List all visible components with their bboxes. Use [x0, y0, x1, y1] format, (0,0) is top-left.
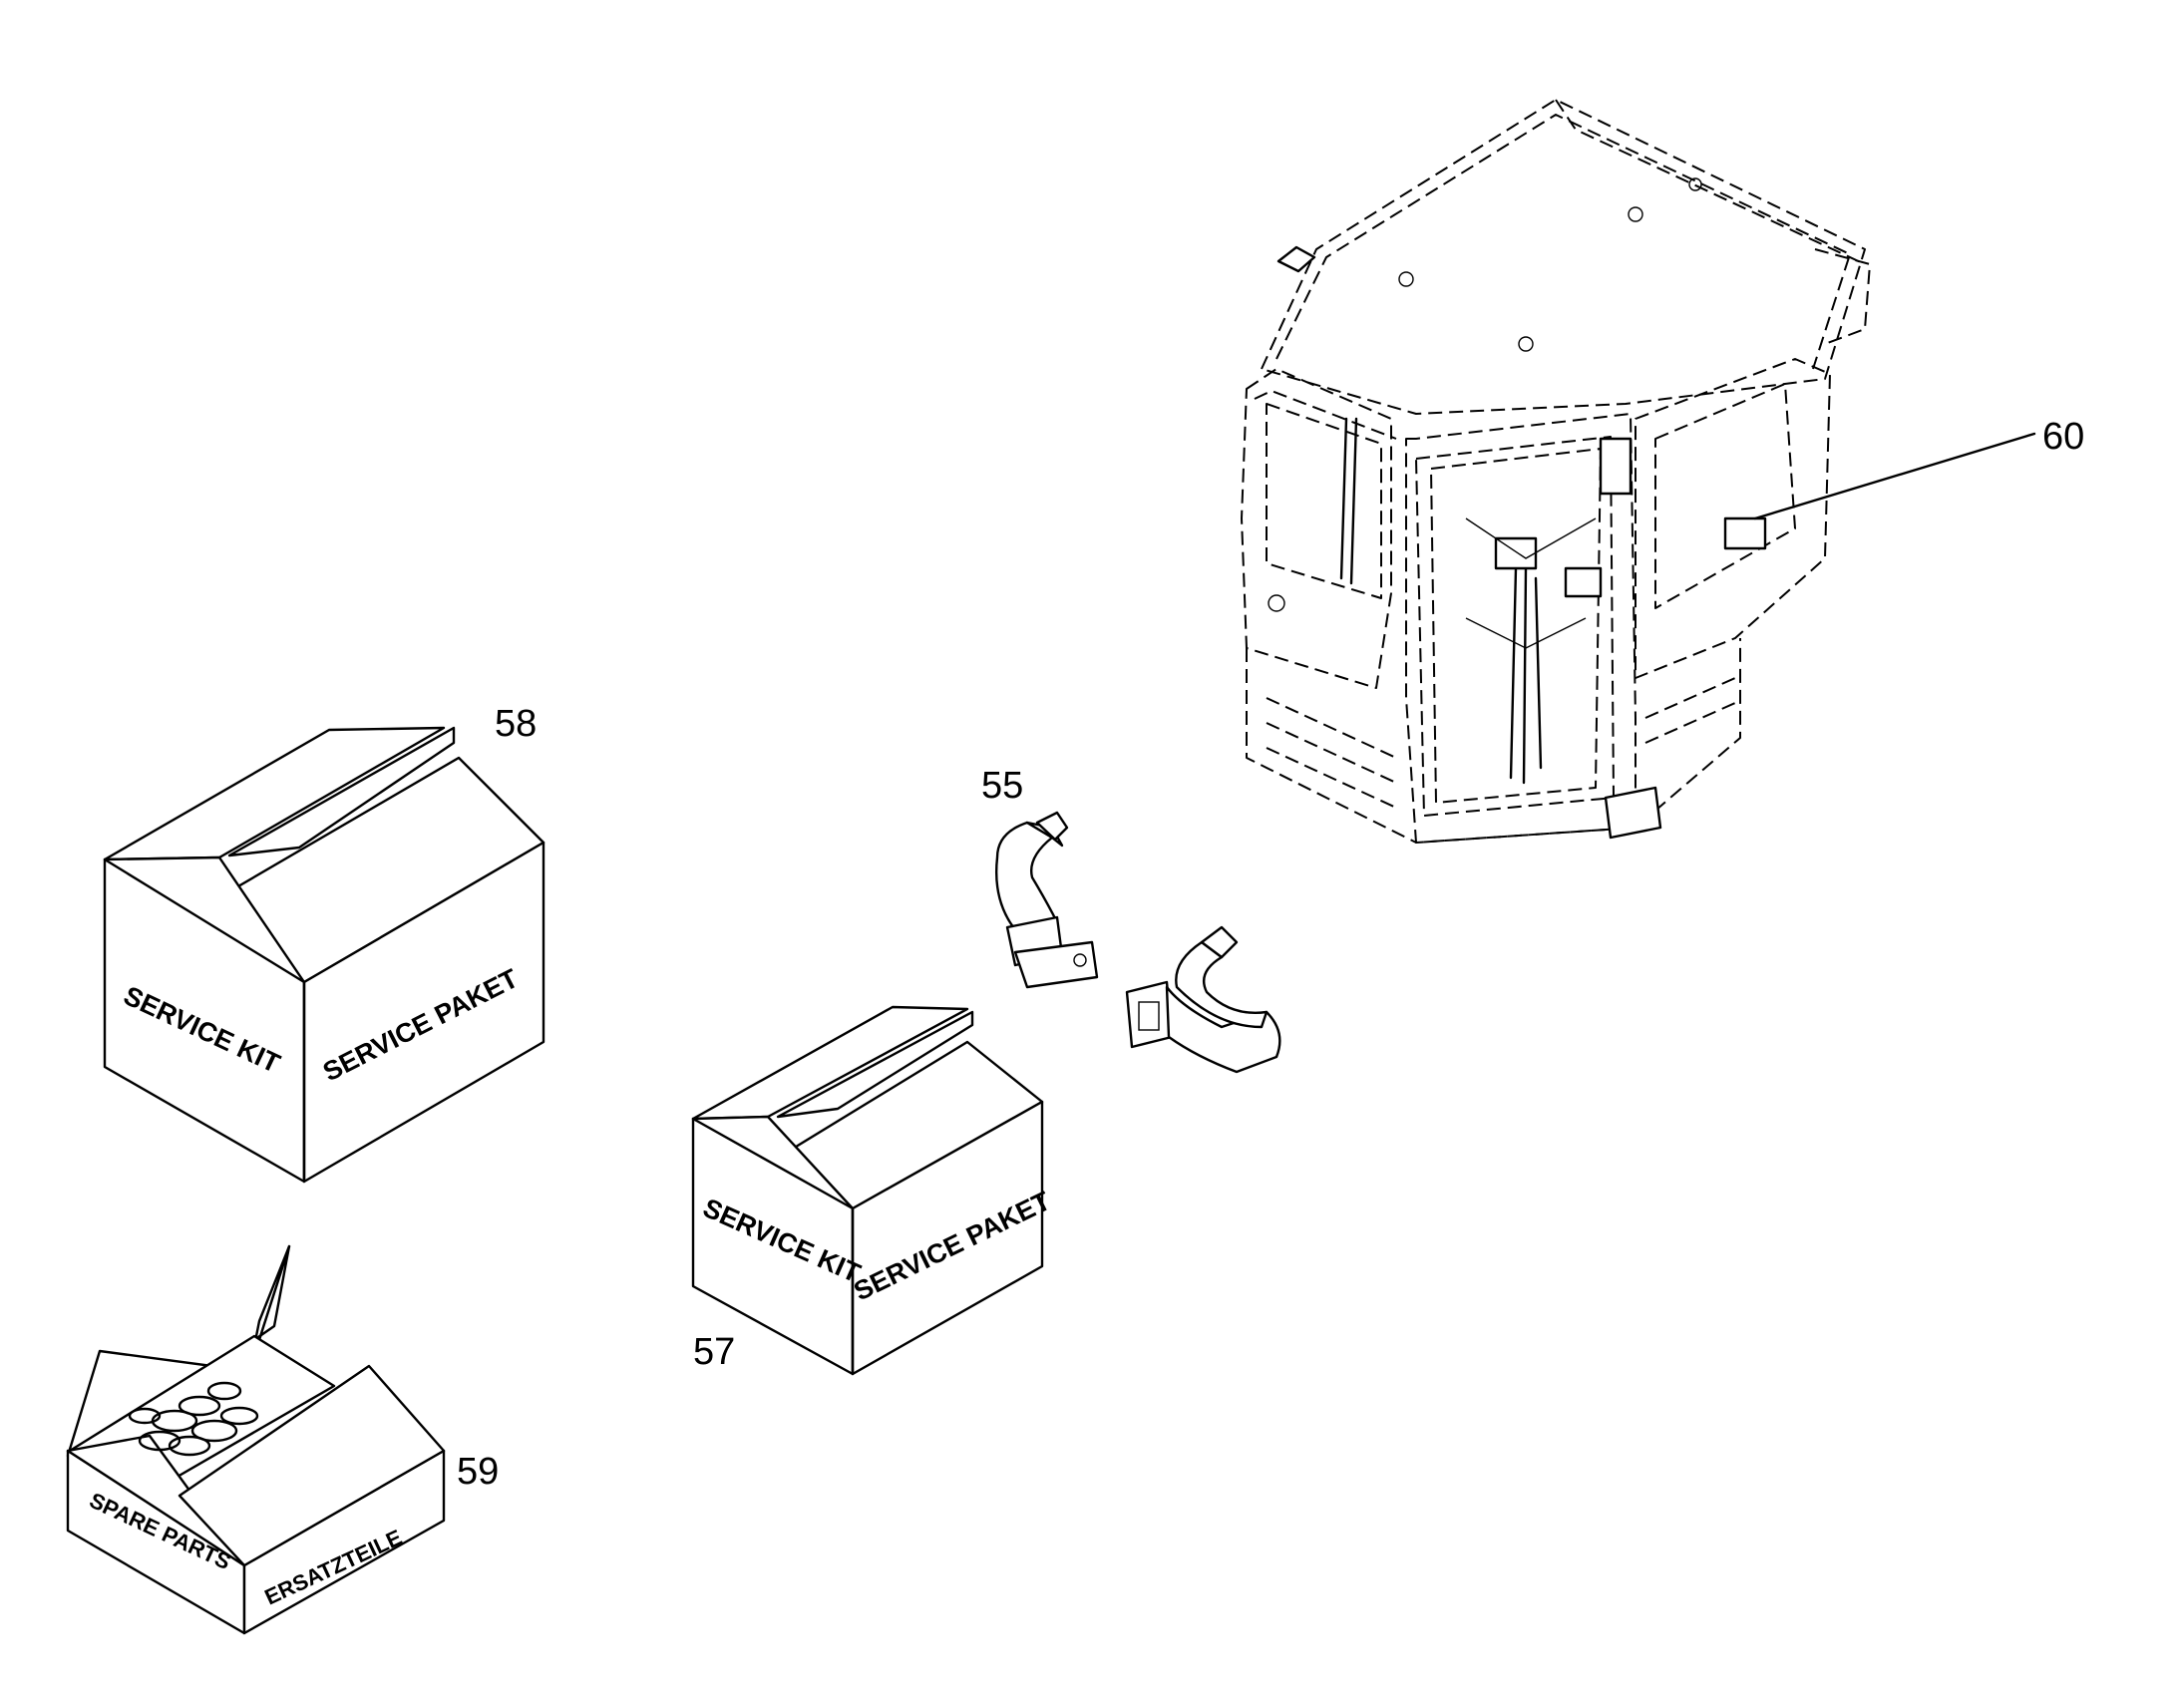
leader-line-60	[1753, 432, 2036, 520]
o-rings	[128, 1381, 259, 1457]
callout-59: 59	[457, 1451, 499, 1493]
callout-58: 58	[495, 703, 537, 745]
callout-55: 55	[981, 765, 1023, 807]
seat-belt	[995, 811, 1281, 1074]
service-kit-box-large: SERVICE KIT SERVICE PAKET	[103, 726, 545, 1184]
service-kit-box-small: SERVICE KIT SERVICE PAKET	[691, 1005, 1055, 1376]
operator-cab	[1241, 99, 1871, 844]
callout-57: 57	[693, 1331, 735, 1373]
callout-60: 60	[2042, 416, 2084, 458]
spare-parts-box: SPARE PARTS ERSATZTEILE	[66, 1244, 446, 1635]
